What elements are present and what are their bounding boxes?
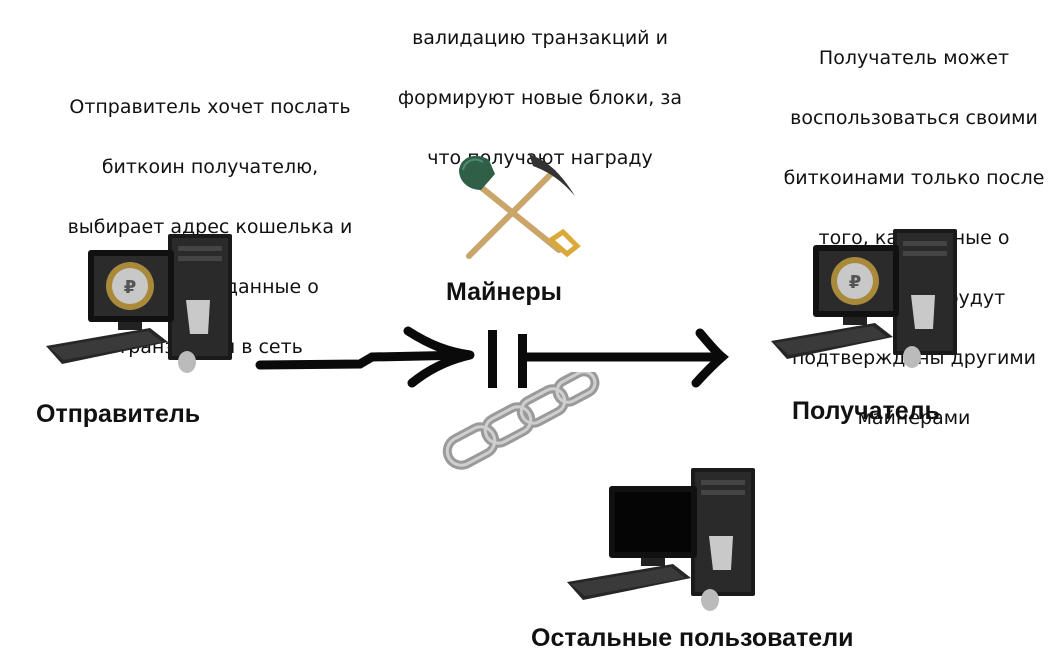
miners-label: Майнеры bbox=[446, 278, 563, 306]
sender-label: Отправитель bbox=[36, 400, 201, 428]
sender-description-line: выбирает адрес кошелька и bbox=[67, 216, 353, 238]
receiver-description-line: биткоинами только после bbox=[783, 167, 1045, 189]
receiver-description-line: Получатель может bbox=[818, 47, 1010, 69]
blockchain-gap bbox=[488, 330, 527, 388]
receiver-label: Получатель bbox=[792, 397, 940, 425]
svg-text:₽: ₽ bbox=[849, 272, 862, 293]
chain-icon bbox=[442, 372, 600, 470]
sender-description: Отправитель хочет послать биткоин получа… bbox=[40, 62, 380, 392]
sender-description-line: биткоин получателю, bbox=[101, 156, 319, 178]
arrow-miners-to-receiver bbox=[521, 328, 729, 388]
others-label: Остальные пользователи bbox=[531, 624, 854, 652]
miners-description-line: формируют новые блоки, за bbox=[397, 87, 683, 109]
shovel-pickaxe-icon bbox=[459, 154, 581, 259]
bitcoin-computer-icon: ₽ bbox=[771, 229, 957, 368]
miners-description: валидацию транзакций и формируют новые б… bbox=[360, 0, 720, 203]
receiver-description-line: воспользоваться своими bbox=[790, 107, 1038, 129]
receiver-description-line: майнерами bbox=[857, 407, 971, 429]
miners-description-line: валидацию транзакций и bbox=[412, 27, 668, 49]
bitcoin-computer-icon: ₽ bbox=[46, 234, 232, 373]
svg-text:₽: ₽ bbox=[124, 277, 137, 298]
arrow-sender-to-miners bbox=[255, 326, 475, 388]
sender-description-line: Отправитель хочет послать bbox=[69, 96, 351, 118]
computer-icon bbox=[567, 468, 755, 611]
